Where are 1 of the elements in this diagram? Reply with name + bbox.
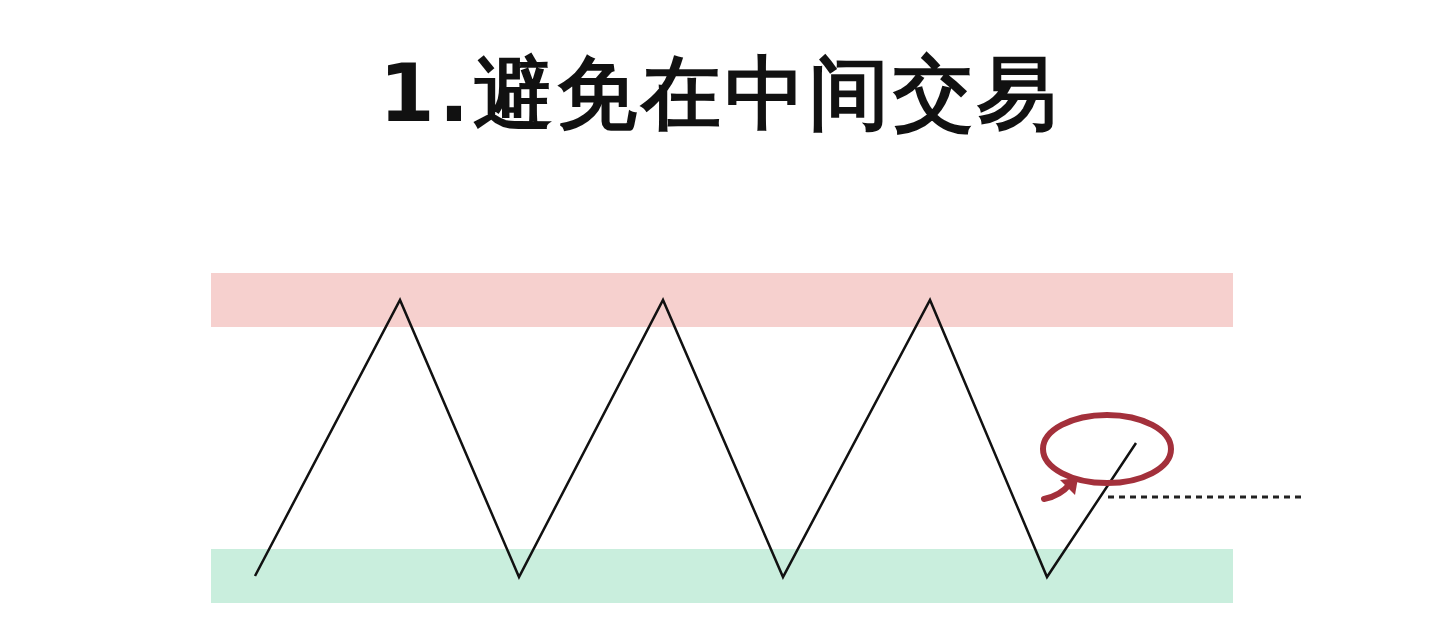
title: 1.避免在中间交易 [378, 46, 1062, 142]
